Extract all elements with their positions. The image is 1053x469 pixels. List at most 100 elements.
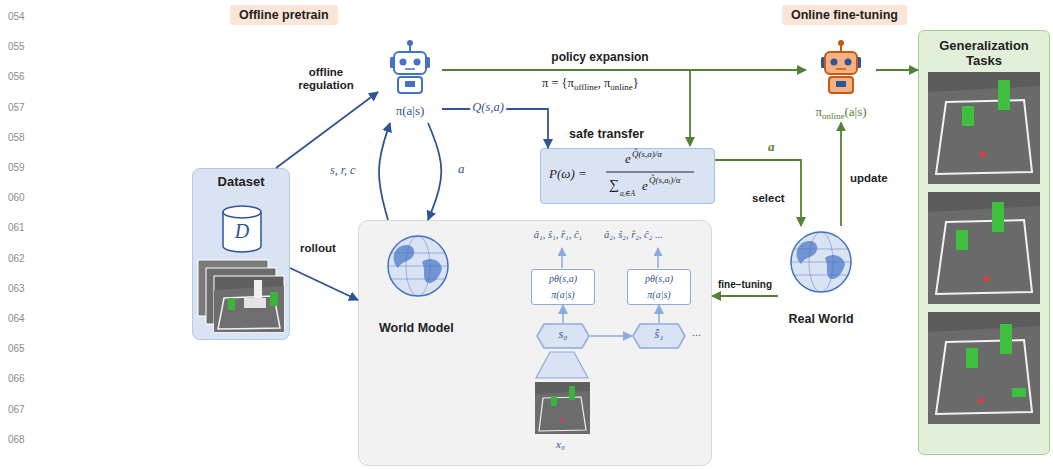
offline-robot-icon-part: [394, 52, 426, 74]
node-text: ∑: [609, 177, 619, 193]
edge-label: fine−tuning: [716, 279, 774, 291]
formula-text: , π: [598, 76, 611, 90]
edge-label: a: [456, 162, 467, 177]
observation-image: [535, 382, 590, 434]
online-robot-icon-part: [836, 68, 846, 70]
node-text: ŝ₁: [655, 328, 664, 342]
cylinder-rim: [223, 212, 261, 218]
node-text: aᵢ∈A: [620, 190, 635, 199]
real-world-globe-part: [797, 241, 818, 264]
flow-arrow: [290, 268, 358, 300]
chain-output-arrows: [562, 248, 658, 268]
text-row: πonline(a|s): [815, 105, 866, 120]
offline-robot-icon-part: [400, 59, 407, 66]
dataset-photos-part: [214, 276, 284, 332]
line-number: 059: [8, 162, 25, 174]
task-photo: [928, 312, 1040, 424]
flow-arrow: [876, 69, 918, 71]
dynamics-box: pθ(s,a)π(a|s): [627, 269, 691, 305]
online-robot-icon-part: [836, 81, 846, 87]
online-robot-icon-part: [838, 40, 844, 46]
task-photo-part: [936, 220, 1032, 294]
task-photo-part: [1012, 388, 1026, 397]
task-photo-part: [928, 72, 1040, 184]
task-photo-part: [928, 206, 1040, 304]
line-number: 066: [8, 373, 25, 385]
online-robot-icon-part: [831, 59, 838, 66]
node-text: e: [625, 152, 631, 167]
dataset-photos-part-part: [214, 276, 284, 332]
task-photo-part: [978, 398, 983, 403]
task-photo: [928, 192, 1040, 304]
edge-label: s, r, c: [328, 164, 357, 178]
node-text: Q̂(s,aᵢ)/α: [649, 175, 680, 185]
flow-arrow: [442, 109, 548, 148]
hexagon-shape: [633, 324, 685, 348]
task-photo-part: [984, 276, 989, 281]
observation-image-part: [535, 391, 590, 434]
node-text: Q̂(s,a)/α: [632, 149, 662, 159]
line-number: 064: [8, 313, 25, 325]
flow-arrow: [715, 160, 801, 226]
database-symbol: D: [222, 205, 262, 253]
node-text: π: [815, 105, 822, 120]
flow-arrow: [379, 123, 390, 220]
world-model-globe: [388, 236, 448, 296]
line-number: 065: [8, 343, 25, 355]
world-model-globe-part: [422, 259, 442, 283]
node-text: π(a|s): [647, 289, 670, 301]
line-number: 060: [8, 192, 25, 204]
online-robot-icon: [821, 40, 861, 93]
dynamics-box: pθ(s,a)π(a|s): [531, 269, 595, 305]
line-number: 055: [8, 41, 25, 53]
task-photo-part: [956, 230, 968, 250]
cylinder-body: [223, 206, 261, 252]
world-model-globe-part: [394, 245, 415, 268]
formula-text: }: [633, 76, 639, 90]
node-text: Dataset: [218, 175, 265, 190]
task-photo-part: [962, 106, 974, 126]
task-photo-part: [928, 326, 1040, 424]
line-number: 061: [8, 222, 25, 234]
task-photo-part: [992, 202, 1004, 232]
node-text: e: [642, 179, 648, 194]
node-text: safe transfer: [569, 127, 644, 141]
node-text: pθ(s,a): [549, 273, 577, 285]
node-text: Real World: [788, 312, 853, 326]
flow-arrow: [276, 92, 378, 168]
task-photo-part: [966, 348, 978, 368]
node-text: online: [822, 111, 845, 121]
observation-image-part: [561, 418, 564, 421]
dataset-photos-part-part: [244, 298, 266, 308]
flow-arrow: [428, 123, 441, 220]
action-symbol: a: [768, 140, 775, 155]
observation-image-part: [535, 382, 590, 434]
line-number: 062: [8, 253, 25, 265]
online-robot-icon-part: [825, 52, 857, 74]
world-model-globe-part: [388, 236, 448, 296]
fraction-bar: [606, 172, 694, 173]
task-photo-part: [998, 80, 1010, 110]
edge-label: update: [848, 172, 890, 185]
flow-arrow: [840, 122, 842, 226]
task-photo-part: [928, 86, 1040, 184]
line-number: 063: [8, 283, 25, 295]
subscript-text: online: [610, 82, 633, 92]
offline-robot-icon-part: [405, 68, 415, 70]
latent-state-hexagon: ŝ₁: [632, 323, 686, 349]
line-number: 067: [8, 404, 25, 416]
ellipsis: ...: [692, 326, 701, 339]
chain-output-arrows-part: [561, 248, 563, 268]
offline-robot-icon-part: [407, 40, 413, 46]
task-photo-part: [1000, 324, 1012, 354]
flow-arrow: [442, 69, 806, 71]
node-text: s₀: [559, 328, 568, 342]
rollout-tuple: â₁, ŝ₁, r̂₁, ĉ₁: [534, 229, 582, 241]
stage-tag: Online fine-tuning: [782, 5, 907, 25]
online-robot-icon-part: [829, 77, 853, 93]
dataset-photos-part-part: [228, 298, 235, 310]
offline-robot-icon-part: [405, 81, 415, 87]
task-photo-part: [936, 340, 1032, 414]
